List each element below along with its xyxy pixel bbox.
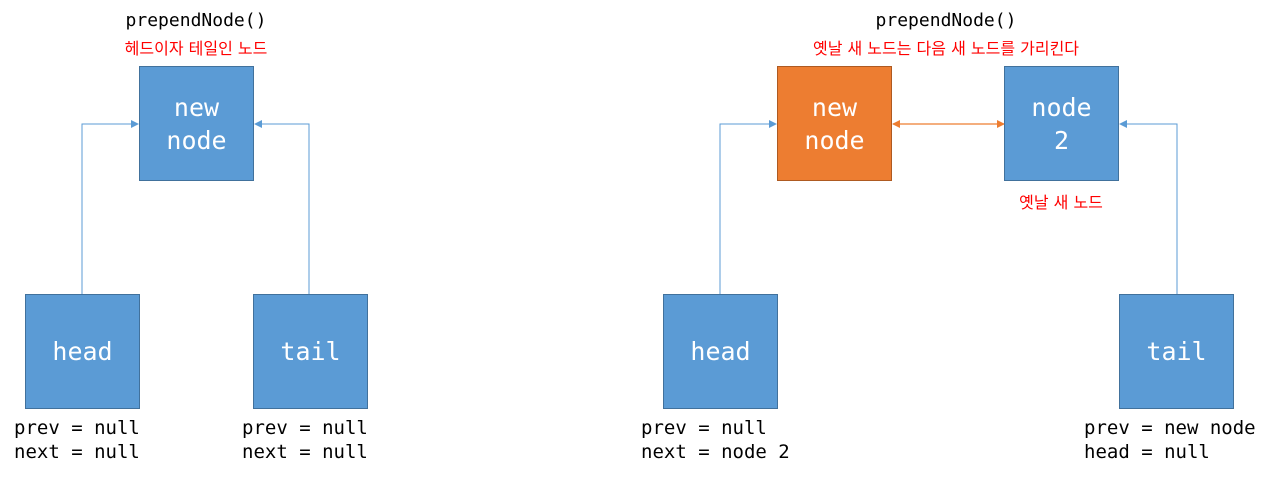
left-tail-next-value: next = null [242,441,368,463]
left-tail-prev-value: prev = null [242,417,368,439]
right-tail-box: tail [1119,294,1234,409]
left-head-to-new-node-arrow [81,120,139,294]
right-head-box: head [663,294,778,409]
left-tail-to-new-node-arrow [254,120,310,294]
right-tail-prev-value: prev = new node [1084,417,1256,439]
node2-annotation: 옛날 새 노드 [1019,193,1103,212]
right-node2-box: node 2 [1004,66,1119,181]
right-title: prependNode() [875,10,1017,31]
right-tail-next-value: head = null [1084,441,1210,463]
left-tail-box: tail [253,294,368,409]
right-tail-to-node2-arrow [1119,120,1178,294]
left-head-box: head [25,294,140,409]
right-head-prev-value: prev = null [641,417,767,439]
left-title: prependNode() [125,10,267,31]
left-head-next-value: next = null [14,441,140,463]
left-annotation: 헤드이자 테일인 노드 [124,39,268,58]
right-new-node-box: new node [777,66,892,181]
left-head-prev-value: prev = null [14,417,140,439]
right-head-to-new-node-arrow [719,120,777,294]
right-head-next-value: next = node 2 [641,441,790,463]
left-new-node-box: new node [139,66,254,181]
right-annotation: 옛날 새 노드는 다음 새 노드를 가리킨다 [812,39,1080,58]
